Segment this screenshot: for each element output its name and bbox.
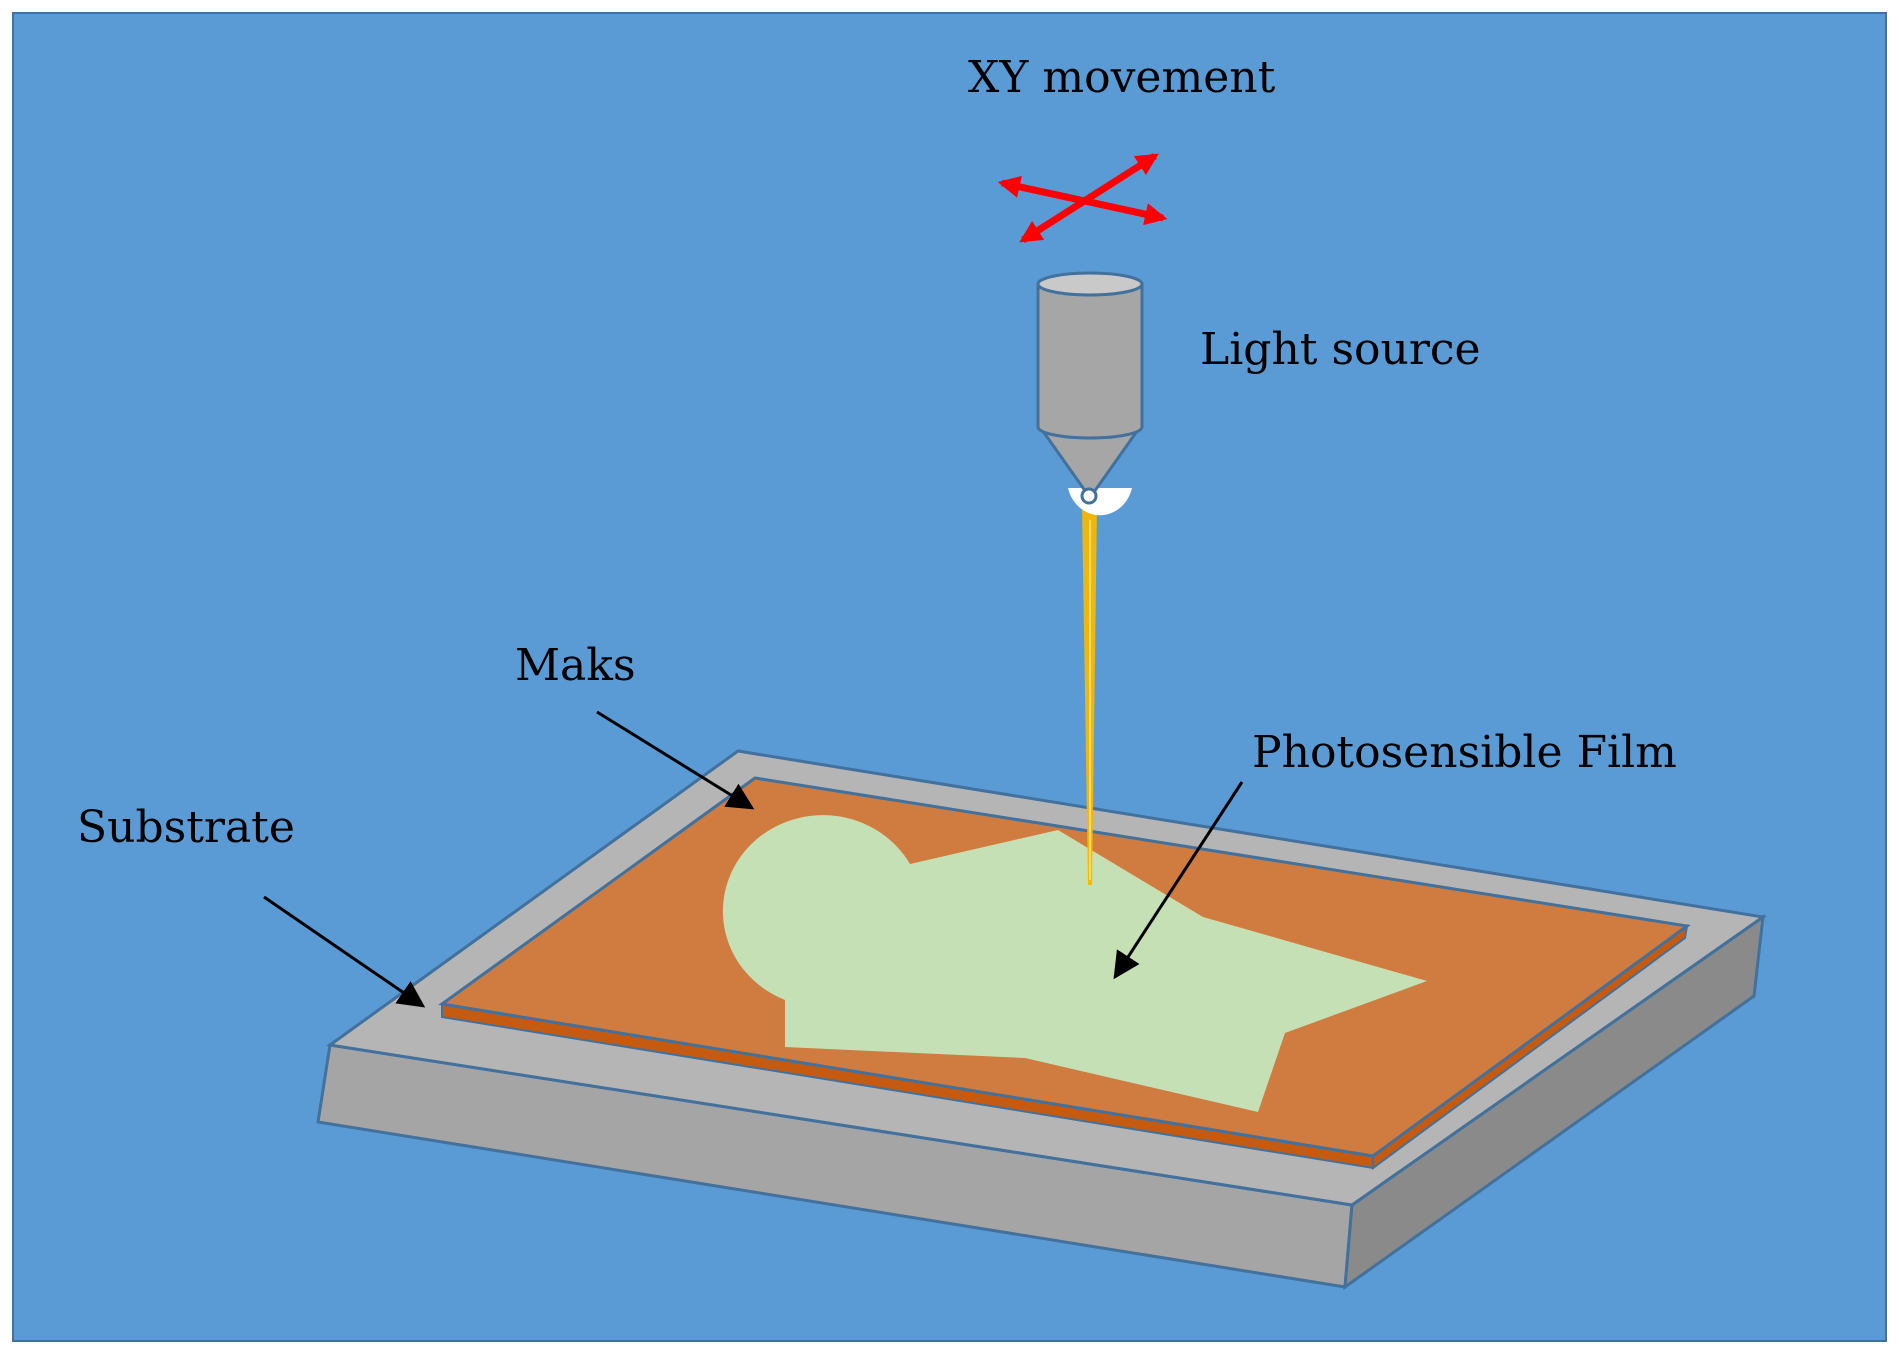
light-source-body	[1036, 282, 1144, 440]
light-source-label: Light source	[1200, 324, 1481, 375]
light-source-top	[1036, 271, 1144, 297]
light-beam	[1082, 505, 1097, 885]
nozzle-ring	[1080, 487, 1098, 505]
substrate-pointer-arrow	[263, 895, 426, 1008]
substrate-label: Substrate	[77, 802, 295, 853]
light-source	[1036, 271, 1144, 516]
y-arrow	[1019, 153, 1159, 243]
mask-label: Maks	[515, 640, 636, 691]
photosensible-film-label: Photosensible Film	[1252, 727, 1677, 778]
film-pointer-arrow	[1113, 781, 1244, 980]
xy-movement-arrows-icon	[997, 153, 1168, 243]
mask-pointer-arrow	[596, 710, 755, 810]
photosensible-film	[722, 815, 1427, 1112]
xy-movement-label: XY movement	[968, 52, 1276, 103]
